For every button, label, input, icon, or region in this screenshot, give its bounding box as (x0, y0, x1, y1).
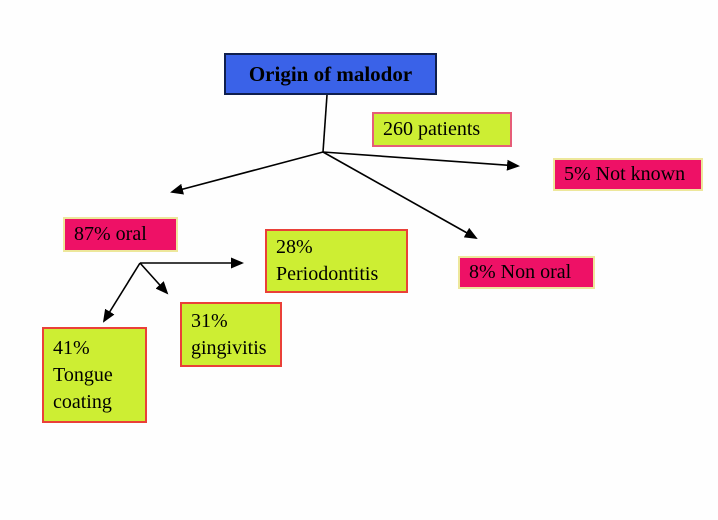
node-8pct-non-oral: 8% Non oral (458, 256, 595, 289)
arrow-origin-to-not-known (322, 151, 520, 171)
node-28pct-periodontitis: 28% Periodontitis (265, 229, 408, 293)
arrow-origin-to-oral (170, 151, 324, 195)
node-41pct-tongue-coating: 41% Tongue coating (42, 327, 147, 423)
node-87pct-oral: 87% oral (63, 217, 178, 252)
node-31pct-gingivitis: 31% gingivitis (180, 302, 282, 367)
node-5pct-not-known: 5% Not known (553, 158, 703, 191)
stem-origin (322, 94, 328, 153)
arrow-origin-to-non-oral (322, 151, 478, 239)
arrow-oral-to-tongue-coating (102, 262, 141, 323)
node-260-patients: 260 patients (372, 112, 512, 147)
node-origin-of-malodor: Origin of malodor (224, 53, 437, 95)
arrow-oral-to-gingivitis (139, 262, 169, 295)
